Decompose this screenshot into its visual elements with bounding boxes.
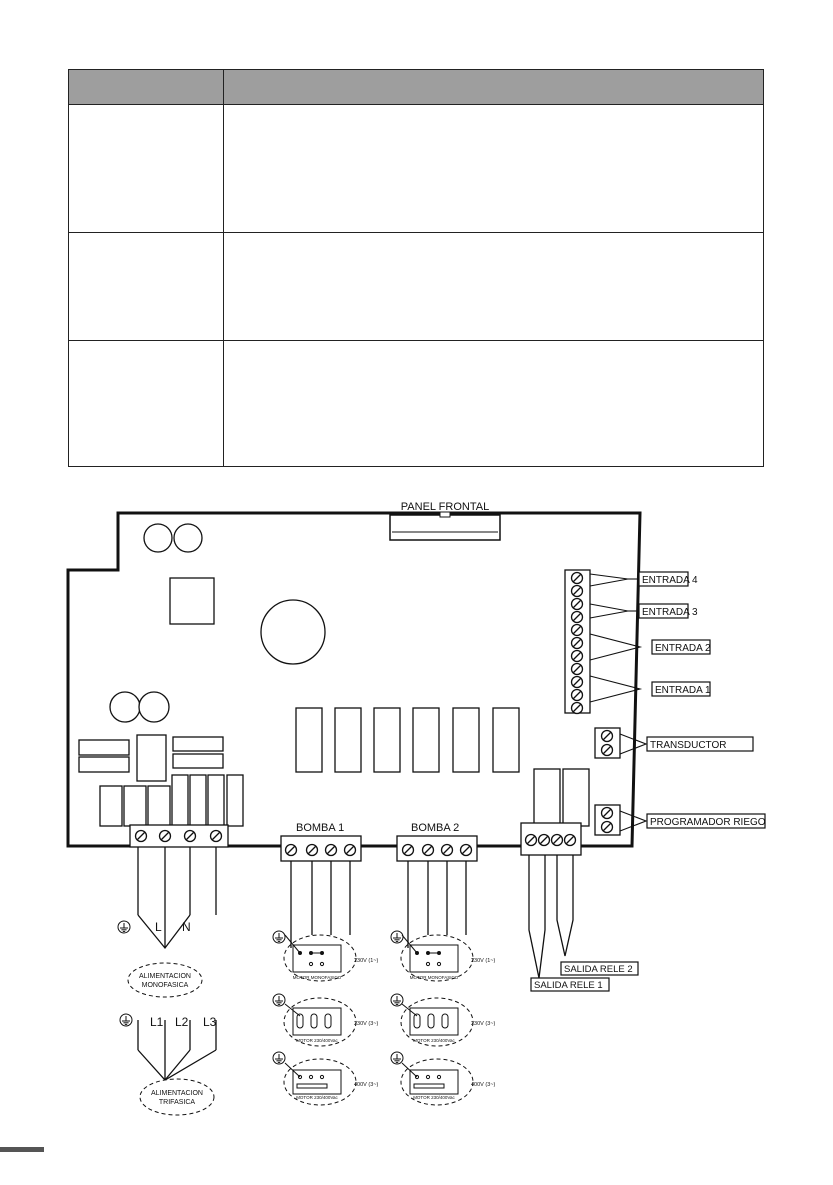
power-l-label: L xyxy=(155,920,162,934)
irrigation-terminal xyxy=(594,804,648,836)
ground-icon xyxy=(272,930,286,944)
wiring-diagram: PANEL FRONTAL xyxy=(66,501,766,1116)
power-l2-label: L2 xyxy=(175,1015,189,1029)
salida-rele-1-label: SALIDA RELE 1 xyxy=(534,980,603,991)
entrada-2-tag: ENTRADA 2 xyxy=(651,639,711,655)
b1-v3-label: 400V (3~) xyxy=(354,1082,378,1088)
bomba-1-motor-230: MOTOR 230/400Vac xyxy=(283,997,357,1047)
entrada-2-label: ENTRADA 2 xyxy=(655,643,711,654)
programador-riego-label: PROGRAMADOR RIEGO xyxy=(650,817,766,828)
bomba-2-motor-400: MOTOR 230/400Vac xyxy=(400,1058,474,1106)
b1-v1-label: 230V (1~) xyxy=(354,958,378,964)
entrada-3-tag: ENTRADA 3 xyxy=(638,603,698,619)
entrada-1-label: ENTRADA 1 xyxy=(655,685,711,696)
alimentacion-monofasica-ellipse xyxy=(127,962,203,998)
entrada-4-label: ENTRADA 4 xyxy=(642,575,698,586)
front-panel-connector xyxy=(389,511,501,541)
power-l3-label: L3 xyxy=(203,1015,217,1029)
bomba-1-wires xyxy=(290,861,351,948)
table-cell xyxy=(68,104,224,233)
motor-mono-label: MOTOR MONOFASICO xyxy=(410,975,459,980)
salida-rele-1-tag: SALIDA RELE 1 xyxy=(530,977,610,992)
table-row xyxy=(68,340,764,467)
table-header-cell xyxy=(223,69,764,105)
bomba-1-label: BOMBA 1 xyxy=(296,822,344,834)
bomba-1-motor-mono: MOTOR MONOFASICO xyxy=(283,934,357,982)
bomba-2-wires xyxy=(407,861,467,948)
bomba-2-motor-230: MOTOR 230/400Vac xyxy=(400,997,474,1047)
ground-icon xyxy=(117,920,131,934)
b2-v1-label: 230V (1~) xyxy=(471,958,495,964)
board-outline xyxy=(66,511,642,848)
alim-tri-line1: ALIMENTACION xyxy=(151,1090,203,1097)
ground-icon xyxy=(390,1051,404,1065)
table-cell xyxy=(223,232,764,341)
table-cell xyxy=(223,104,764,233)
power-n-label: N xyxy=(182,920,191,934)
panel-frontal-label: PANEL FRONTAL xyxy=(401,501,489,513)
alim-mono-line2: MONOFASICA xyxy=(142,982,189,989)
programador-riego-tag: PROGRAMADOR RIEGO xyxy=(646,813,766,829)
relay-output-terminal xyxy=(520,822,582,856)
table-header-row xyxy=(68,69,764,105)
ground-icon xyxy=(272,1051,286,1065)
motor-tri-label: MOTOR 230/400Vac xyxy=(296,1095,338,1100)
ground-icon xyxy=(119,1013,133,1027)
transductor-label: TRANSDUCTOR xyxy=(650,740,726,751)
b2-v2-label: 230V (3~) xyxy=(471,1021,495,1027)
relay-wires xyxy=(528,855,574,979)
motor-tri-label: MOTOR 230/400Vac xyxy=(413,1095,455,1100)
b2-v3-label: 400V (3~) xyxy=(471,1082,495,1088)
power-l1-label: L1 xyxy=(150,1015,164,1029)
salida-rele-2-tag: SALIDA RELE 2 xyxy=(560,961,639,976)
transductor-tag: TRANSDUCTOR xyxy=(646,736,754,752)
bomba-2-label: BOMBA 2 xyxy=(411,822,459,834)
table-row xyxy=(68,104,764,233)
board-components xyxy=(78,523,590,827)
entrada-4-tag: ENTRADA 4 xyxy=(638,571,698,587)
power-terminal xyxy=(129,824,229,848)
ground-icon xyxy=(390,930,404,944)
table-cell xyxy=(68,340,224,467)
motor-tri-label: MOTOR 230/400Vac xyxy=(296,1038,338,1043)
table-cell xyxy=(223,340,764,467)
entrada-1-tag: ENTRADA 1 xyxy=(651,681,711,697)
alim-mono-line1: ALIMENTACION xyxy=(139,973,191,980)
bomba-1-terminal xyxy=(280,835,362,862)
bomba-2-motor-mono: MOTOR MONOFASICO xyxy=(400,934,474,982)
motor-mono-label: MOTOR MONOFASICO xyxy=(293,975,342,980)
alim-tri-line2: TRIFASICA xyxy=(159,1099,196,1106)
footer-bar xyxy=(0,1147,44,1152)
b1-v2-label: 230V (3~) xyxy=(354,1021,378,1027)
transducer-terminal xyxy=(594,727,648,759)
bomba-2-terminal xyxy=(396,835,478,862)
input-terminal-block xyxy=(564,569,591,715)
ground-icon xyxy=(390,993,404,1007)
table-cell xyxy=(68,232,224,341)
spec-table xyxy=(68,69,764,467)
bomba-1-motor-400: MOTOR 230/400Vac xyxy=(283,1058,357,1106)
table-header-cell xyxy=(68,69,224,105)
table-row xyxy=(68,232,764,341)
input-wires xyxy=(589,573,643,703)
alimentacion-trifasica-ellipse xyxy=(139,1078,215,1116)
salida-rele-2-label: SALIDA RELE 2 xyxy=(564,964,633,975)
ground-icon xyxy=(272,993,286,1007)
entrada-3-label: ENTRADA 3 xyxy=(642,607,698,618)
motor-tri-label: MOTOR 230/400Vac xyxy=(413,1038,455,1043)
